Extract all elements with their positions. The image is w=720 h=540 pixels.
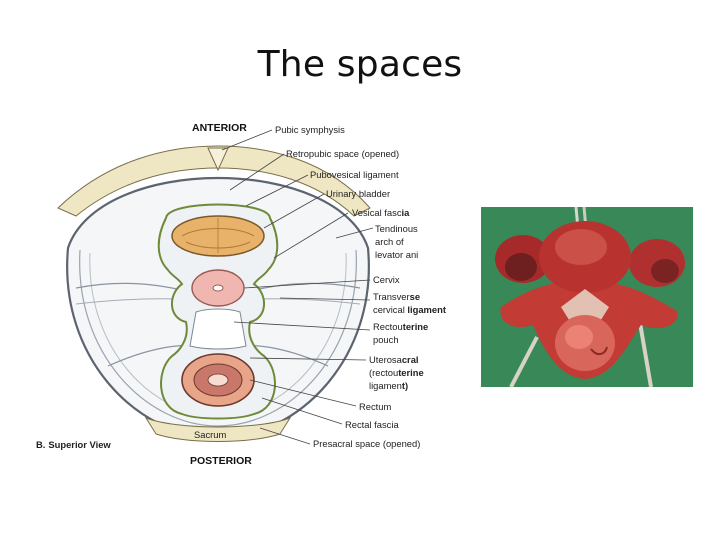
ligament-label: ligament) [369,380,408,391]
tendinous-arch-label-2: arch of [375,236,404,247]
rectal-fascia-label: Rectal fascia [345,419,399,430]
sacrum [144,417,292,442]
slide-title: The spaces [257,44,463,85]
pelvic-spaces-diagram: ANTERIOR POSTERIOR B.Superior View Sacru… [18,108,468,488]
rectouterine-label: Rectouterine [373,321,428,332]
pubic-symphysis [207,147,229,172]
pubovesical-ligament-label: Pubovesical ligament [310,169,399,180]
rectouterine2-label: (rectouterine [369,367,424,378]
tendinous-arch-label-3: levator ani [375,249,418,260]
vesical-fascia-label: Vesical fascia [352,207,410,218]
urinary-bladder-label: Urinary bladder [326,188,390,199]
transverse-label: Transverse [373,291,420,302]
tendinous-arch-label-1: Tendinous [375,223,418,234]
sacrum-label: Sacrum [194,429,226,440]
rectouterine-pouch [189,308,247,350]
surgical-specimen-photo [481,207,693,387]
presacral-space-label: Presacral space (opened) [313,438,420,449]
posterior-label: POSTERIOR [190,455,252,467]
pubic-bone [57,145,371,217]
pubic-symphysis-label: Pubic symphysis [275,124,345,135]
pouch-label: pouch [373,334,399,345]
view-label: B.Superior View [36,439,111,450]
anterior-label: ANTERIOR [192,122,247,134]
uterosacral-label: Uterosacral [369,354,419,365]
retropubic-space-label: Retropubic space (opened) [286,148,399,159]
cervix-label: Cervix [373,274,400,285]
cervical-ligament-label: cervical ligament [373,304,446,315]
levator-ani-fibers [79,249,357,427]
rectum-label: Rectum [359,401,391,412]
